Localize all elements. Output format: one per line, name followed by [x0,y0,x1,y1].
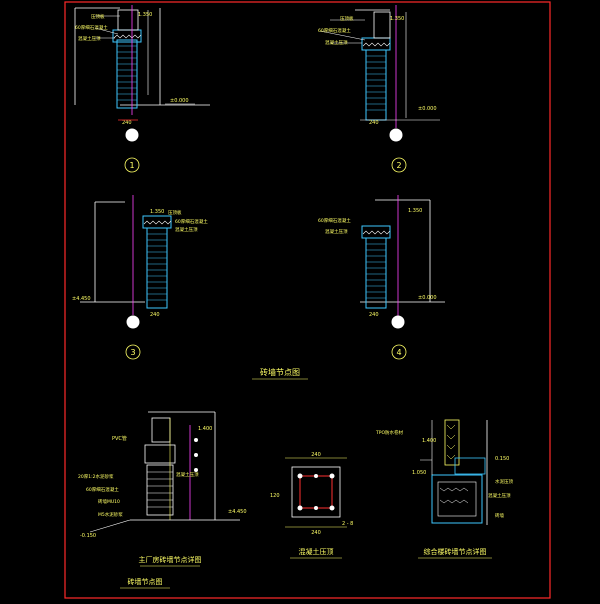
detail-3-note-a: 压顶板 [168,209,182,216]
detail-2-dim-top: 1.350 [390,16,404,22]
detail-3-level: ±4.450 [72,296,91,302]
bottom-title: 砖墙节点图 [128,577,163,586]
detail-3: 压顶板 60厚细石混凝土 混凝土压顶 1.350 240 ±4.450 3 [72,195,208,360]
detail-1-mark-circle [124,157,140,173]
detail-2-level: ±0.000 [418,106,437,112]
panel-office-label-b: 水泥压顶 [495,478,513,485]
detail-1-dim-bottom: 240 [122,120,132,126]
detail-1-note-b: 60厚细石混凝土 [75,24,108,31]
panel-main-label-a: 20厚1:2水泥砂浆 [78,473,114,480]
detail-3-note-b: 60厚细石混凝土 [175,218,208,225]
panel-beam-tag: 2 - 8 [342,521,353,527]
detail-1-mark: 1 [129,161,134,170]
panel-office-label-d: 砖墙 [495,512,504,519]
section-title: 砖墙节点图 [260,367,300,377]
detail-2: 压顶板 60厚细石混凝土 混凝土压顶 1.350 240 ±0.000 2 [318,5,440,173]
panel-beam-caption: 混凝土压顶 [299,547,334,556]
detail-4-mark-circle [391,344,407,360]
detail-4-note-b: 混凝土压顶 [325,228,348,235]
detail-2-note-c: 混凝土压顶 [325,39,348,46]
panel-main-label-top: PVC管 [112,435,127,442]
panel-main-label-c: 砖墙MU10 [98,498,120,505]
detail-2-dim-bottom: 240 [369,120,379,126]
panel-office-caption: 综合楼砖墙节点详图 [424,547,487,556]
panel-main: PVC管 20厚1:2水泥砂浆 60厚细石混凝土 砖墙MU10 M5水泥砂浆 混… [78,411,247,567]
panel-beam-dim-top: 240 [311,452,321,458]
panel-office-level-b: 1.050 [412,470,426,476]
detail-3-note-c: 混凝土压顶 [175,226,198,233]
panel-main-caption: 主厂房砖墙节点详图 [139,555,202,564]
panel-office-label-a: 0.150 [495,456,509,462]
detail-4-dim-bottom: 240 [369,312,379,318]
detail-2-note-b: 60厚细石混凝土 [318,27,351,34]
sheet-border [64,1,551,599]
detail-4-mark: 4 [396,348,401,357]
panel-office-label-top: TPO防水卷材 [375,429,404,436]
panel-main-label-b: 60厚细石混凝土 [86,486,119,493]
detail-2-note-a: 压顶板 [340,15,354,22]
panel-beam: 240 240 120 2 - 8 混凝土压顶 [270,452,353,559]
panel-main-label-mid: 混凝土压顶 [176,471,199,478]
panel-main-dim-top: 1.400 [198,426,212,432]
detail-3-mark-circle [125,344,141,360]
panel-main-level-left: -0.150 [80,533,96,539]
panel-beam-dim-bottom: 240 [311,530,321,536]
panel-main-label-d: M5水泥砂浆 [98,511,123,518]
detail-1: 压顶板 60厚细石混凝土 混凝土压顶 1.350 240 ±0.000 1 [74,5,210,173]
detail-3-dim-top: 1.350 [150,209,164,215]
detail-4: 60厚细石混凝土 混凝土压顶 1.350 240 ±0.000 4 [318,195,445,360]
detail-4-note-a: 60厚细石混凝土 [318,217,351,224]
panel-office: TPO防水卷材 0.150 水泥压顶 混凝土压顶 砖墙 1.400 1.050 … [375,419,513,559]
detail-2-mark: 2 [396,161,401,170]
detail-4-level: ±0.000 [418,295,437,301]
detail-3-dim-bottom: 240 [150,312,160,318]
panel-office-level-a: 1.400 [422,438,436,444]
detail-4-dim-top: 1.350 [408,208,422,214]
detail-1-note-c: 混凝土压顶 [78,35,101,42]
detail-1-note-a: 压顶板 [91,13,105,20]
detail-3-mark: 3 [130,348,135,357]
detail-1-level: ±0.000 [170,98,189,104]
detail-2-mark-circle [391,157,407,173]
detail-1-dim-top: 1.350 [138,12,152,18]
panel-office-label-c: 混凝土压顶 [488,492,511,499]
panel-main-level-right: ±4.450 [228,509,247,515]
panel-beam-dim-side: 120 [270,493,280,499]
